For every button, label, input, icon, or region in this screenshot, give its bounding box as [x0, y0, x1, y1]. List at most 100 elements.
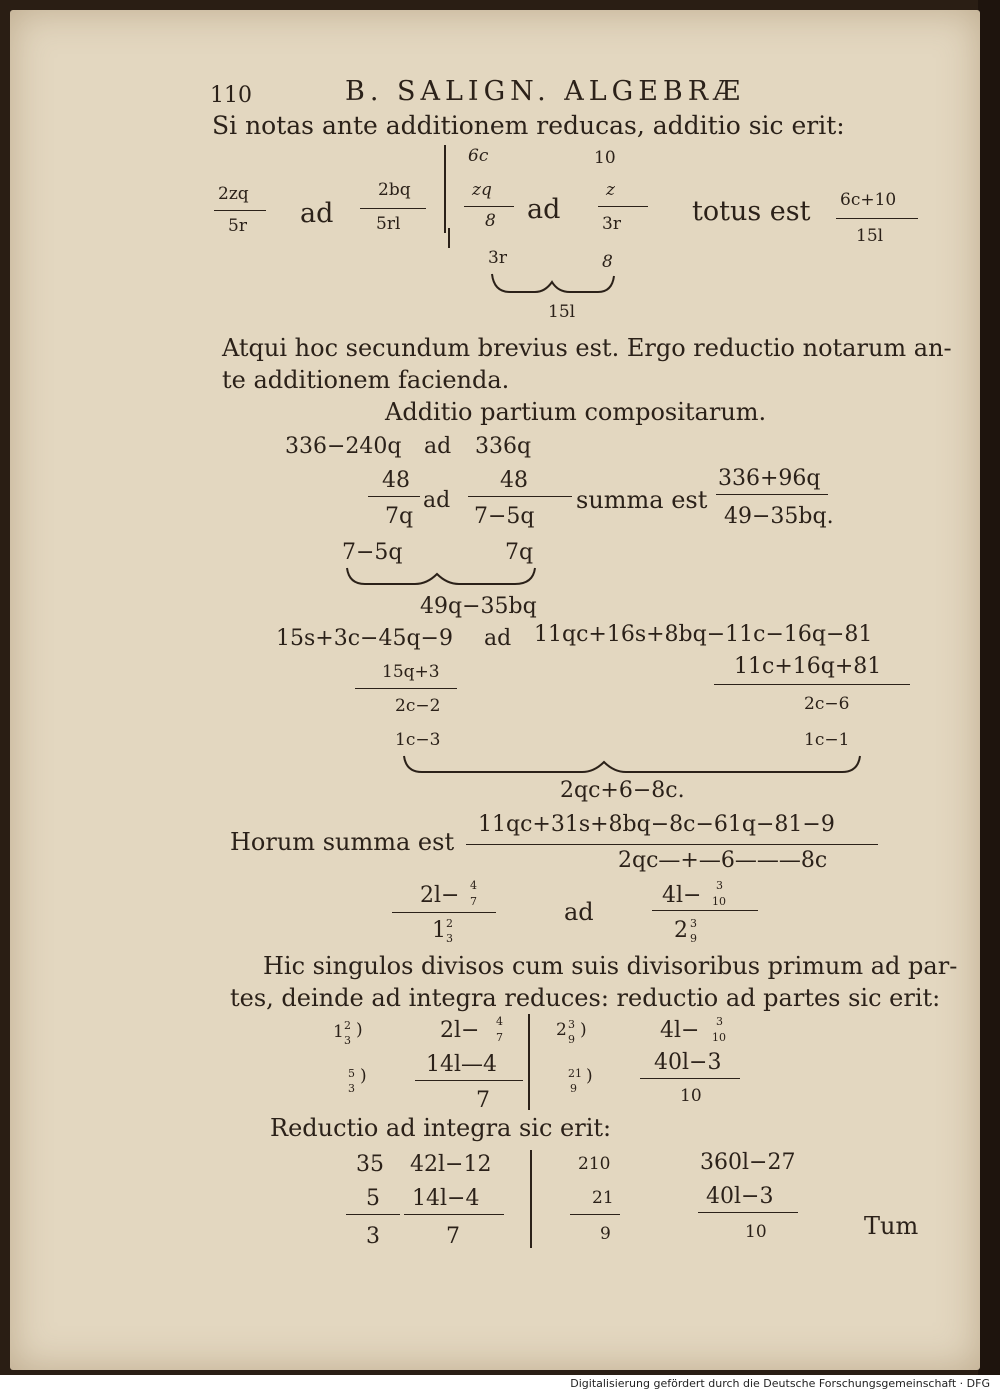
table-cell: 9 — [600, 1224, 611, 1244]
fraction-denominator: 2c−6 — [804, 694, 850, 714]
tiny-den: 3 — [344, 1034, 351, 1047]
curly-brace — [491, 273, 615, 293]
horum-label: Horum summa est — [230, 828, 455, 856]
ad-word: ad — [484, 626, 512, 651]
paragraph-line: Atqui hoc secundum brevius est. Ergo red… — [222, 334, 952, 362]
fraction-bar — [392, 912, 496, 913]
table-cell: 35 — [356, 1152, 384, 1177]
tiny-num: 4 — [496, 1015, 503, 1028]
fraction-denominator: 7 — [476, 1088, 490, 1113]
multiplier-label: 6c — [468, 146, 489, 166]
mixed-whole: 1 — [333, 1022, 344, 1042]
tiny-den: 10 — [712, 1031, 726, 1044]
ad-word: ad — [424, 434, 452, 459]
fraction-numerator: zq — [472, 180, 492, 200]
intro-line: Si notas ante additionem reducas, additi… — [212, 111, 845, 140]
tiny-den: 9 — [690, 932, 697, 945]
fraction-numerator: 15q+3 — [382, 662, 440, 682]
fraction-numerator: 2bq — [378, 180, 411, 200]
table-cell: 10 — [745, 1222, 767, 1242]
fraction-denominator: 49−35bq. — [724, 504, 834, 529]
table-cell: 360l−27 — [700, 1150, 796, 1175]
tiny-den: 3 — [446, 932, 453, 945]
section-heading: Additio partium compositarum. — [385, 398, 767, 426]
mixed-whole: 4l− — [660, 1018, 700, 1043]
fraction-bar — [698, 1212, 798, 1213]
fraction-bar — [360, 208, 426, 209]
tiny-den: 7 — [470, 895, 477, 908]
tiny-num: 5 — [348, 1067, 355, 1080]
table-cell: 7 — [446, 1224, 460, 1249]
fraction-bar — [214, 210, 266, 211]
expression-top-left: 15s+3c−45q−9 — [276, 626, 453, 651]
tiny-den: 3 — [348, 1082, 355, 1095]
fraction-bar — [836, 218, 918, 219]
table-cell: 21 — [592, 1188, 614, 1208]
fraction-numerator: 336+96q — [718, 466, 821, 491]
paragraph-line: Hic singulos divisos cum suis divisoribu… — [263, 952, 958, 980]
cross-term: 7q — [505, 540, 534, 565]
ad-word: ad — [423, 488, 451, 513]
fraction-numerator: 48 — [500, 468, 528, 493]
expression-top-right: 336q — [475, 434, 532, 459]
table-cell: 210 — [578, 1154, 611, 1174]
paren: ) — [360, 1066, 367, 1086]
footer-credit: Digitalisierung gefördert durch die Deut… — [570, 1377, 990, 1390]
fraction-bar — [415, 1080, 523, 1081]
fraction-bar — [598, 206, 648, 207]
tiny-num: 2 — [446, 917, 453, 930]
summa-label: summa est — [576, 486, 708, 514]
tiny-den: 9 — [568, 1033, 575, 1046]
tiny-num: 4 — [470, 879, 477, 892]
cross-term: 7−5q — [342, 540, 403, 565]
mixed-whole: 2l− — [440, 1018, 480, 1043]
paren: ) — [356, 1020, 363, 1040]
brace-result: 2qc+6−8c. — [560, 778, 685, 803]
fraction-denominator: 5r — [228, 216, 247, 236]
table-cell: 42l−12 — [410, 1152, 492, 1177]
paragraph-line: Reductio ad integra sic erit: — [270, 1114, 612, 1142]
sum-denominator: 2qc—+—6———8c — [618, 848, 828, 873]
mixed-whole: 2l− — [420, 883, 460, 908]
mixed-whole: 4l− — [662, 883, 702, 908]
fraction-numerator: 14l—4 — [426, 1052, 498, 1077]
ad-word: ad — [564, 898, 594, 926]
book-page — [10, 10, 980, 1370]
tiny-num: 3 — [690, 917, 697, 930]
sum-numerator: 11qc+31s+8bq−8c−61q−81−9 — [478, 812, 835, 837]
footer-bar: Digitalisierung gefördert durch die Deut… — [0, 1375, 1000, 1395]
tiny-den: 10 — [712, 895, 726, 908]
multiplier-label: 10 — [594, 148, 616, 168]
fraction-bar — [714, 684, 910, 685]
cross-term: 3r — [488, 248, 507, 268]
paren: ) — [580, 1020, 587, 1040]
page-number: 110 — [210, 83, 252, 108]
tiny-den: 7 — [496, 1031, 503, 1044]
fraction-numerator: 11c+16q+81 — [734, 654, 882, 679]
cross-term: 8 — [602, 252, 613, 272]
fraction-denominator: 3r — [602, 214, 621, 234]
ad-word: ad — [300, 198, 334, 229]
factor-term: 1c−1 — [804, 730, 850, 750]
fraction-bar — [355, 688, 457, 689]
fraction-bar — [368, 496, 420, 497]
fraction-denominator: 8 — [485, 211, 496, 231]
tiny-num: 3 — [716, 879, 723, 892]
curly-brace — [346, 567, 536, 585]
mixed-whole: 1 — [432, 918, 446, 943]
fraction-bar — [640, 1078, 740, 1079]
tiny-den: 9 — [570, 1082, 577, 1095]
fraction-bar — [466, 844, 878, 845]
curly-brace — [403, 755, 861, 773]
column-divider — [444, 145, 446, 233]
paren: ) — [586, 1066, 593, 1086]
tiny-num: 3 — [568, 1018, 575, 1031]
fraction-numerator: 48 — [382, 468, 410, 493]
paragraph-line: te additionem facienda. — [222, 366, 510, 394]
table-cell: 14l−4 — [412, 1186, 480, 1211]
column-divider — [530, 1150, 532, 1248]
factor-term: 1c−3 — [395, 730, 441, 750]
tiny-num: 2 — [344, 1019, 351, 1032]
fraction-denominator: 2c−2 — [395, 696, 441, 716]
fraction-bar — [716, 494, 828, 495]
